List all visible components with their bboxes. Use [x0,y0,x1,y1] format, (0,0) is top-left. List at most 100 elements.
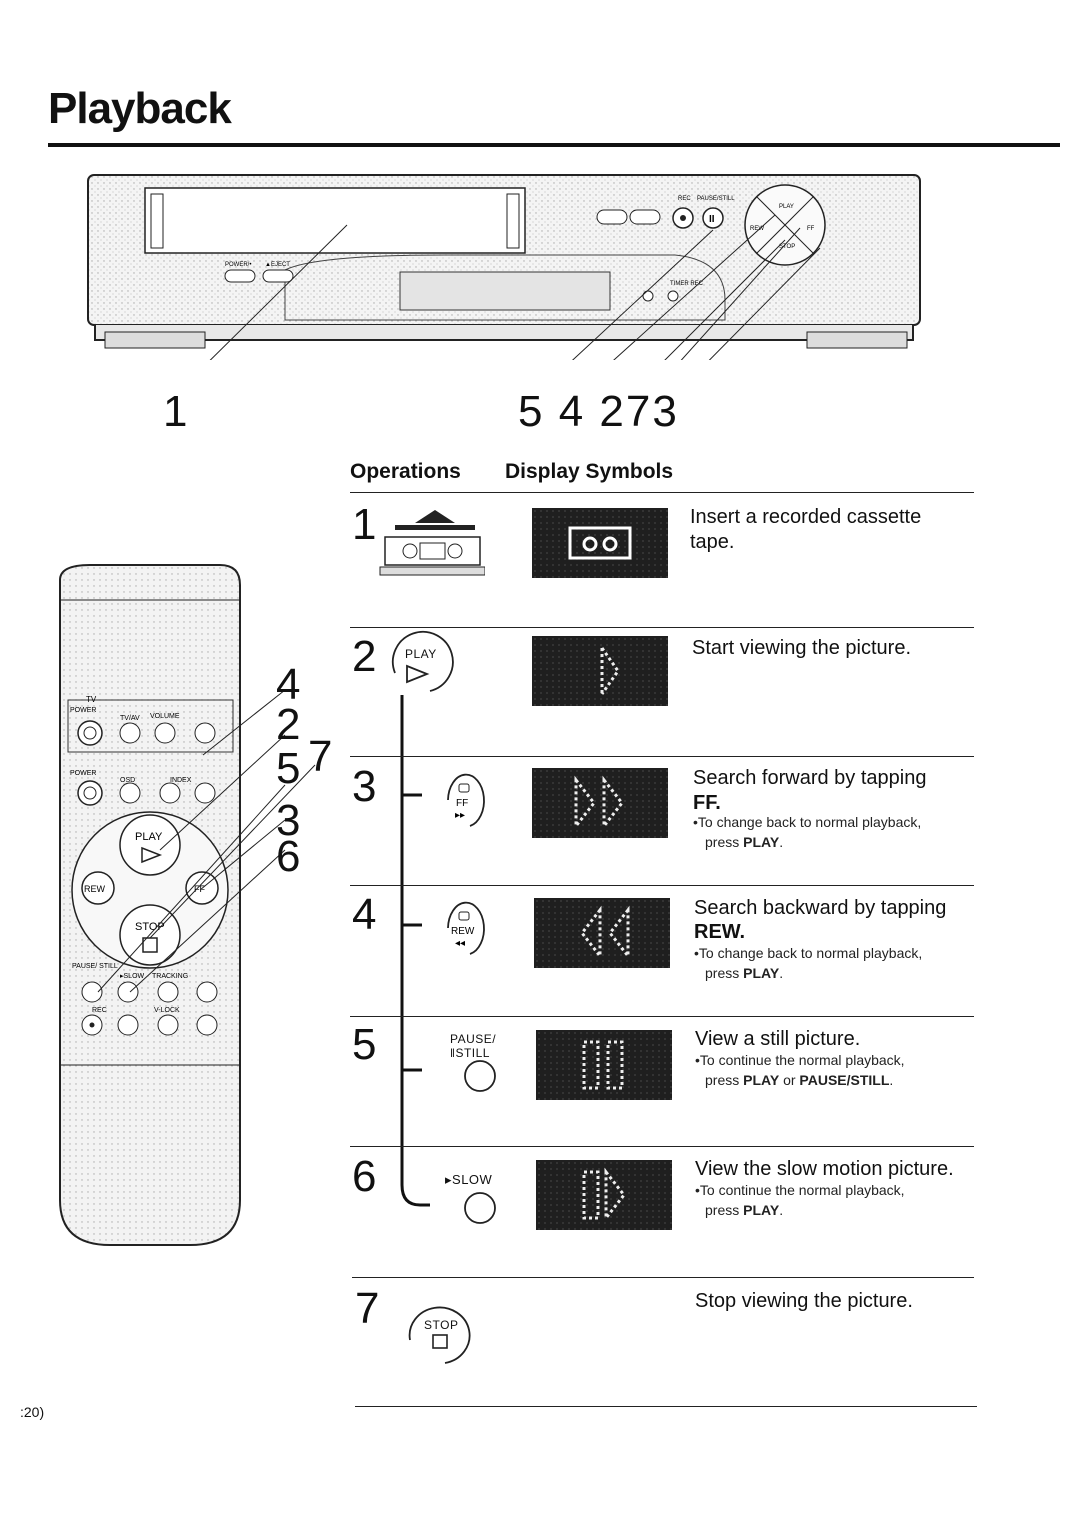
step-number: 5 [352,1020,377,1069]
header-divider [350,492,974,493]
step-number: 3 [352,762,377,811]
remote-power-label: POWER [70,770,96,777]
remote-callout-5: 5 [276,744,301,793]
step-divider [350,1146,974,1147]
remote-rec-label: REC [92,1007,107,1014]
step-number: 7 [355,1284,380,1333]
slow-symbol-icon [582,1167,626,1223]
vcr-power-label: POWER/• [225,262,251,268]
remote-tv-power-label: POWER [70,707,96,714]
step-description: View the slow motion picture. [695,1158,954,1180]
step-description-bold: REW. [694,921,746,943]
remote-slow-label: ▸SLOW [120,973,145,980]
cassette-insert-icon [379,510,485,576]
display-ff [532,768,668,838]
pause-still-button-label: PAUSE/ ‖STILL [450,1032,497,1060]
remote-play-label: PLAY [135,831,163,843]
vcr-stop-label: STOP [779,244,795,250]
still-symbol-icon [582,1040,624,1090]
step-description: Search forward by tapping [693,767,927,789]
svg-text:◂◂: ◂◂ [455,938,465,949]
play-symbol-icon [600,647,620,695]
step-description: Start viewing the picture. [692,637,911,659]
vcr-timer-label: TIMER REC [670,281,704,287]
vcr-ff-label: FF [807,226,815,232]
remote-illustration: TV POWER TV/AV VOLUME POWER OSD INDEX PL… [59,564,316,1246]
step-divider [350,885,974,886]
step-note-line2: press PLAY. [705,965,784,981]
remote-callout-4: 4 [276,660,301,709]
display-cassette [532,508,668,578]
display-slow [536,1160,672,1230]
remote-vlock-label: V-LOCK [154,1007,180,1014]
step-note: •To continue the normal playback, [695,1182,905,1198]
display-still [536,1030,672,1100]
svg-text:FF: FF [456,798,468,809]
svg-text:▸▸: ▸▸ [455,810,465,821]
display-symbols-header: Display Symbols [505,460,674,483]
step-divider [350,627,974,628]
step-divider [350,1016,974,1017]
vcr-rew-label: REW [750,226,764,232]
page-title: Playback [48,84,232,133]
step-description: View a still picture. [695,1028,861,1050]
remote-osd-label: OSD [120,777,135,784]
display-play [532,636,668,706]
display-rew [534,898,670,968]
cassette-symbol-icon [568,526,632,560]
step-note: •To change back to normal playback, [693,814,922,830]
footer-divider [355,1406,977,1407]
step-note-line2: press PLAY or PAUSE/STILL. [705,1072,894,1088]
step-note: •To change back to normal playback, [694,945,923,961]
remote-callout-2: 2 [276,700,301,749]
vcr-rec-label: REC [678,196,691,202]
remote-tracking-label: TRACKING [152,973,188,980]
step-number: 1 [352,500,377,549]
step-note-line2: press PLAY. [705,1202,784,1218]
step-note: •To continue the normal playback, [695,1052,905,1068]
ff-button-icon: FF ▸▸ [447,773,485,827]
step-divider [352,1277,974,1278]
step-description: Search backward by tapping [694,897,947,919]
operations-header: Operations [350,460,461,483]
remote-pause-label: PAUSE/ STILL [72,963,118,970]
vcr-callout-1: 1 [163,387,188,436]
step-description: Insert a recorded cassette tape. [690,506,922,553]
rew-button-icon: REW ◂◂ [447,901,485,955]
remote-rew-label: REW [84,884,106,894]
step-description-bold: FF. [693,792,721,814]
step-number: 6 [352,1152,377,1201]
vcr-eject-label: ▲EJECT [265,262,290,268]
vcr-play-label: PLAY [779,204,794,210]
remote-ff-label: FF [194,884,205,894]
remote-tv-label: TV [86,695,97,704]
vcr-callout-steps: 5 4 273 [518,387,679,436]
pause-still-button-icon [464,1060,496,1092]
title-divider [48,143,1060,147]
slow-button-label: ▸SLOW [445,1172,493,1187]
ff-symbol-icon [574,775,624,831]
vcr-pause-label: PAUSE/STILL [697,196,735,202]
remote-volume-label: VOLUME [150,713,180,720]
stop-button-label: STOP [424,1318,459,1332]
rew-symbol-icon [580,905,630,961]
remote-callout-3: 3 [276,796,301,845]
remote-index-label: INDEX [170,777,192,784]
stop-button-icon [408,1306,471,1364]
step-description: Stop viewing the picture. [695,1290,913,1312]
vcr-illustration: POWER/• ▲EJECT REC PAUSE/STILL II PLAY S… [87,174,921,360]
step-number: 4 [352,890,377,939]
step-number: 2 [352,632,377,681]
remote-callout-6: 6 [276,832,301,881]
step-note-line2: press PLAY. [705,834,784,850]
svg-text:II: II [709,214,715,225]
remote-callout-7: 7 [308,732,333,781]
step-divider [350,756,974,757]
remote-tvav-label: TV/AV [120,715,140,722]
play-button-icon [392,630,454,692]
play-button-label: PLAY [405,647,437,661]
svg-text:REW: REW [451,926,475,937]
slow-button-icon [464,1192,496,1224]
flow-connector [400,695,430,1207]
page-number: :20) [20,1404,45,1420]
